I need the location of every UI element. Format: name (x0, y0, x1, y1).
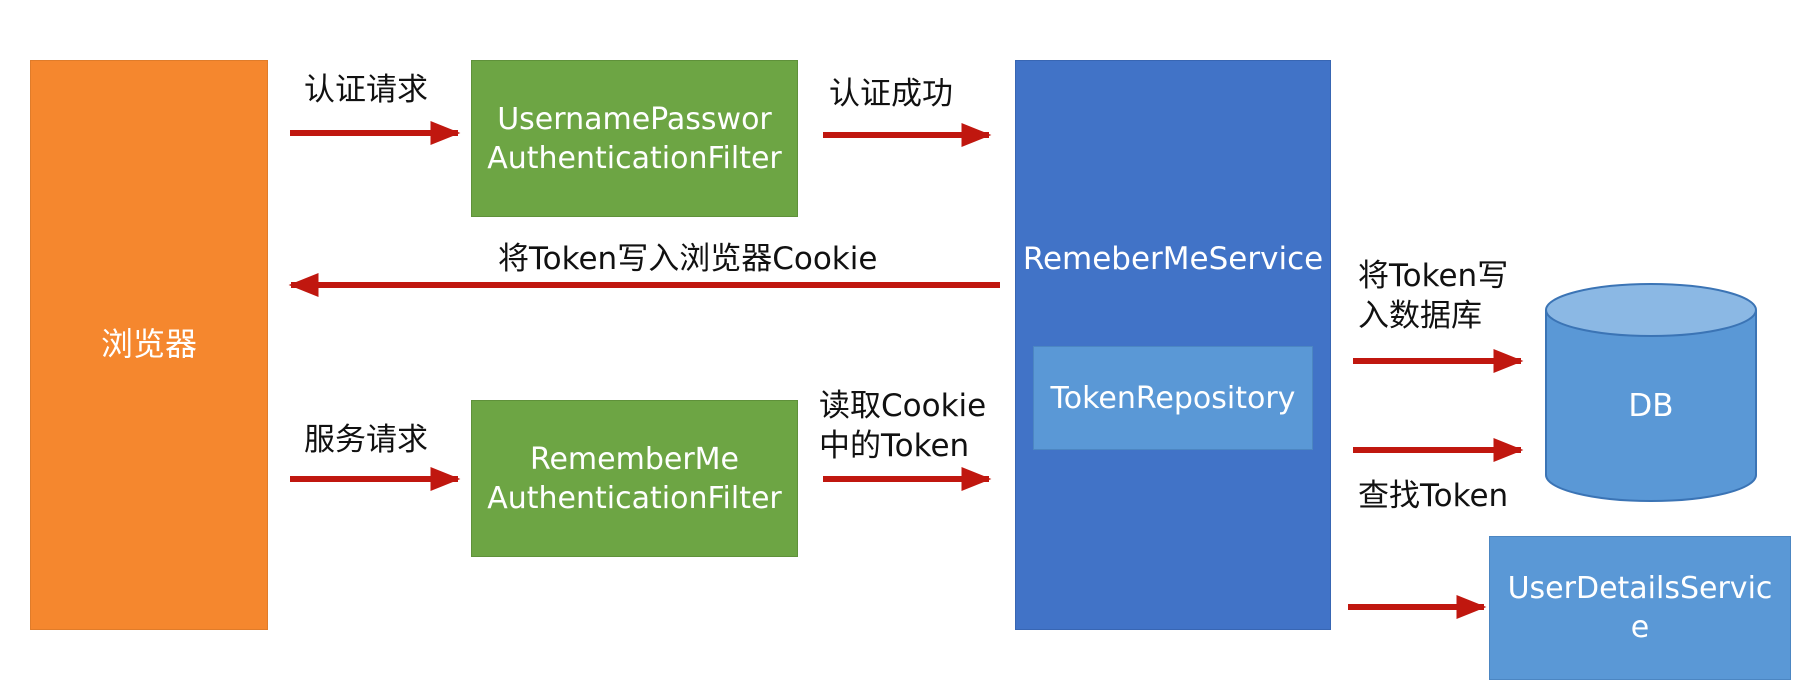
rememberme-filter-box: RememberMe AuthenticationFilter (471, 400, 798, 557)
label-find-token: 查找Token (1358, 478, 1509, 514)
label-write-cookie: 将Token写入浏览器Cookie (498, 241, 878, 277)
rememberme-service-box: RemeberMeService (1015, 60, 1331, 630)
user-details-service-label: UserDetailsServic e (1507, 571, 1773, 645)
username-password-filter-label: UsernamePasswor AuthenticationFilter (487, 101, 782, 176)
label-auth-request: 认证请求 (304, 72, 428, 108)
db-cylinder (1545, 283, 1757, 502)
rememberme-service-label: RemeberMeService (1022, 241, 1324, 277)
label-auth-success: 认证成功 (829, 76, 953, 112)
label-read-cookie: 读取Cookie 中的Token (819, 388, 987, 464)
token-repository-box: TokenRepository (1033, 346, 1313, 450)
label-write-db: 将Token写 入数据库 (1358, 258, 1509, 334)
user-details-service-box: UserDetailsServic e (1489, 536, 1791, 680)
db-label: DB (1628, 388, 1674, 424)
label-service-request: 服务请求 (304, 422, 428, 458)
browser-label: 浏览器 (100, 325, 197, 364)
token-repository-label: TokenRepository (1050, 380, 1296, 416)
username-password-filter-box: UsernamePasswor AuthenticationFilter (471, 60, 798, 217)
browser-box: 浏览器 (30, 60, 268, 630)
rememberme-filter-label: RememberMe AuthenticationFilter (487, 441, 782, 516)
